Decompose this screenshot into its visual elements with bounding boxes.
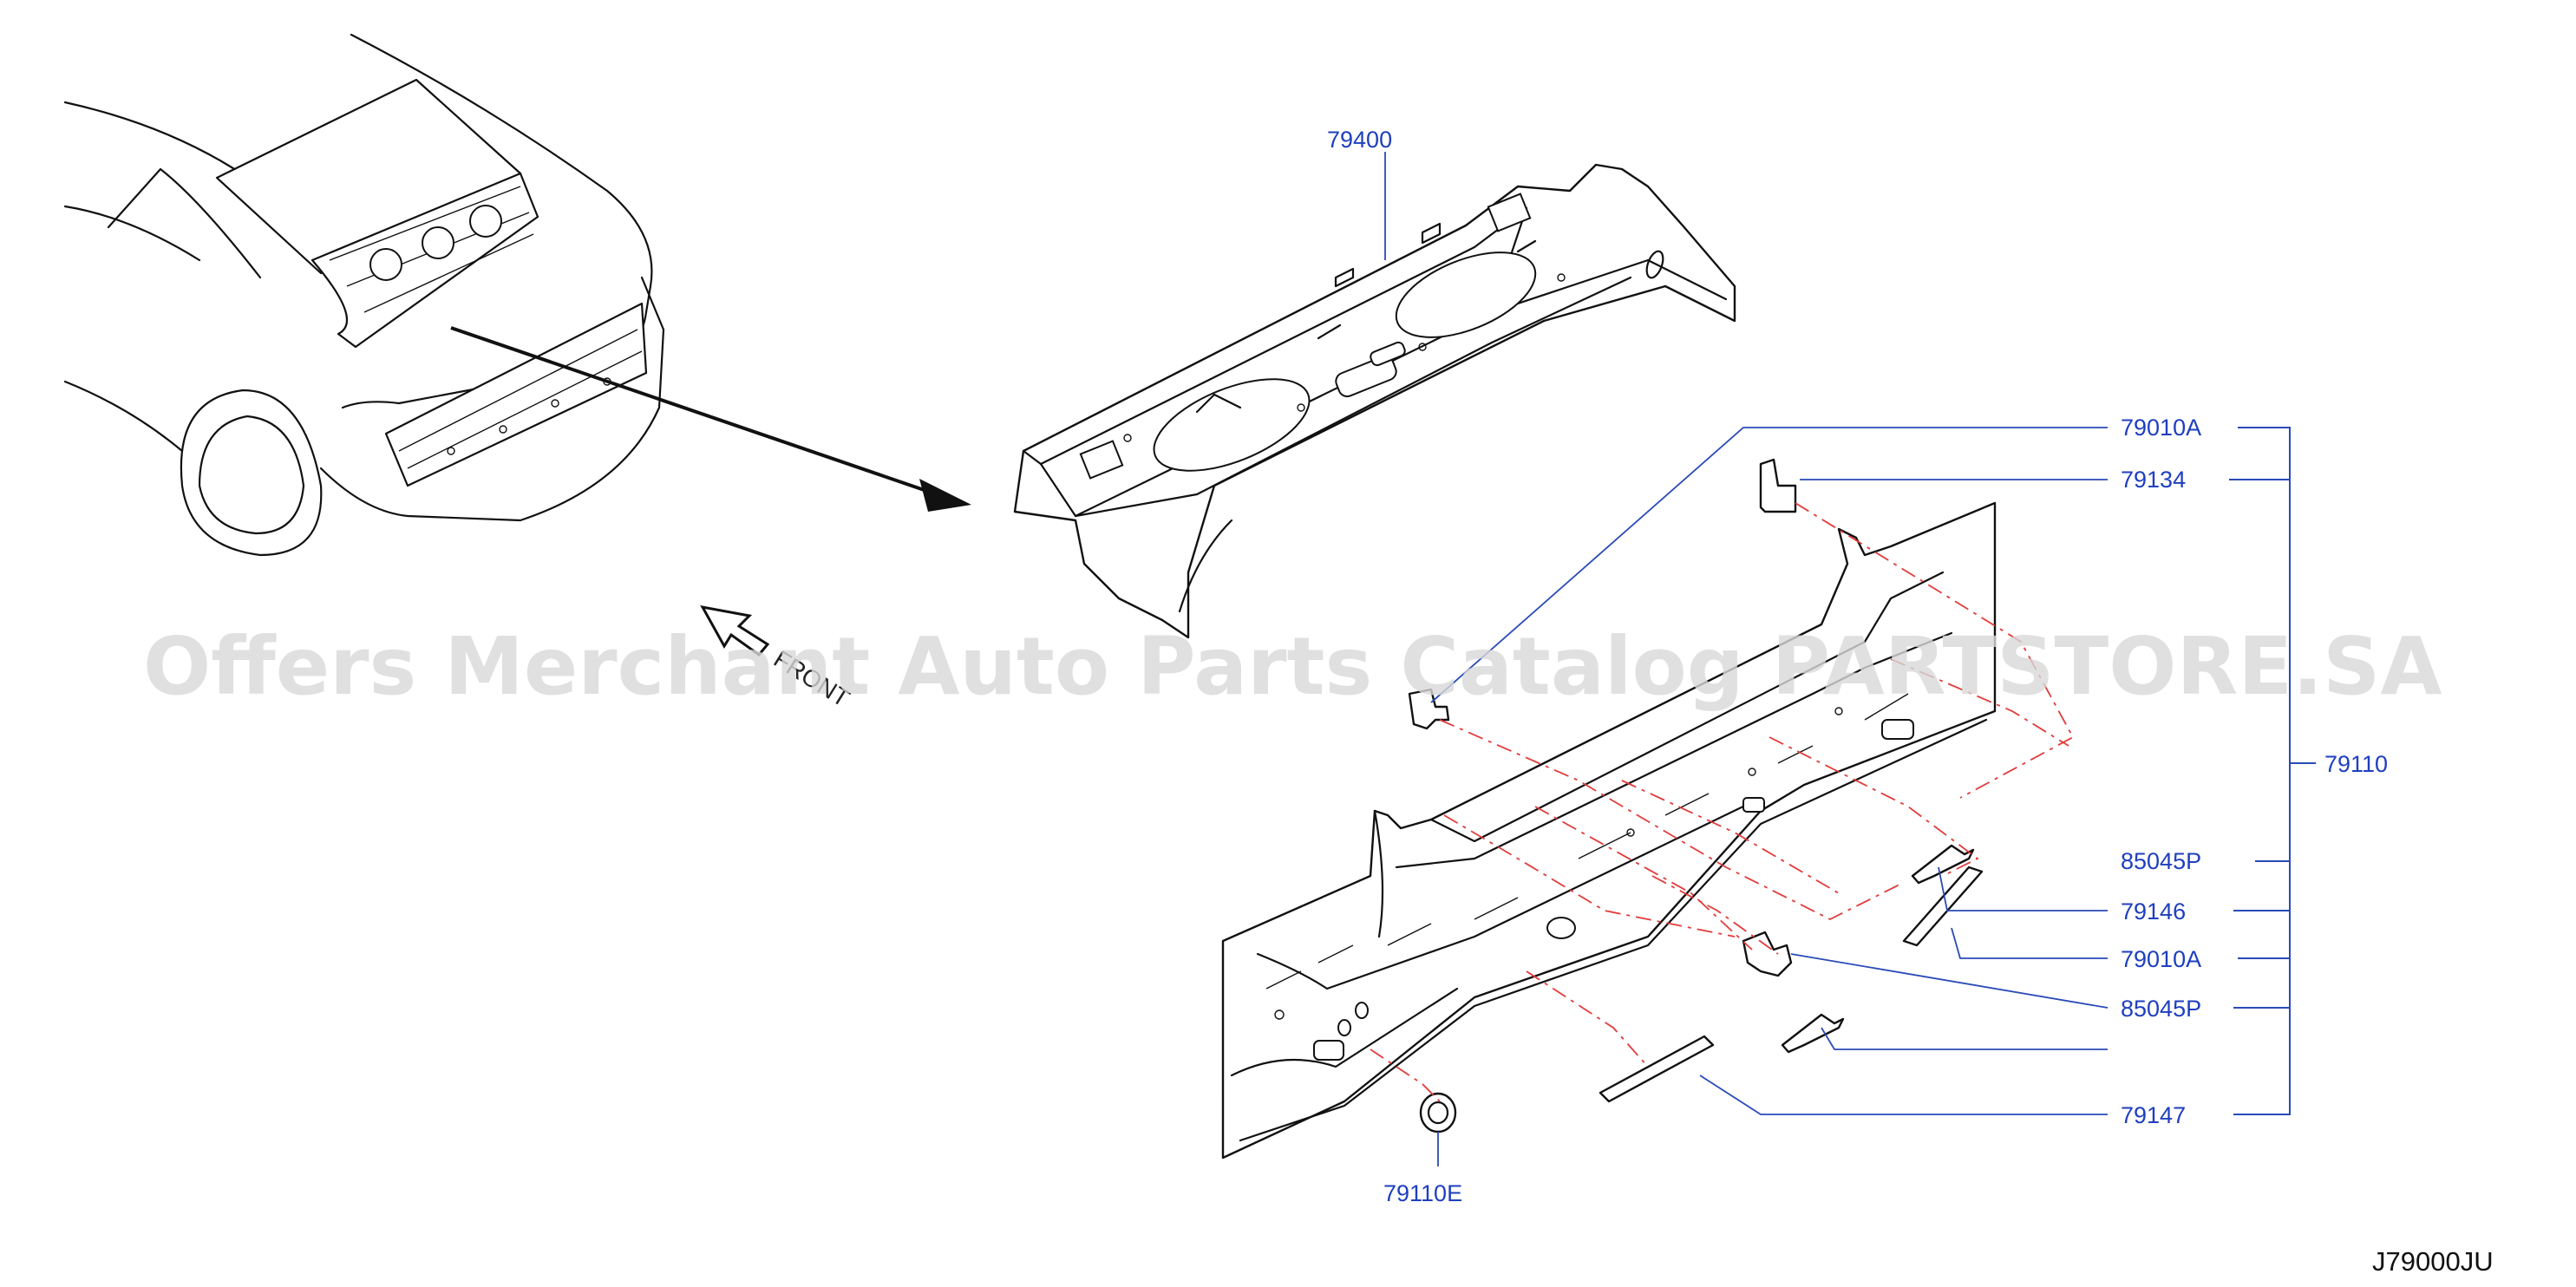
part-label-79110E[interactable]: 79110E	[1383, 1180, 1462, 1206]
bolt-79010A-mid-drawing	[1742, 931, 1793, 977]
bolt-79010A-top-drawing	[1408, 688, 1450, 730]
part-label-79110[interactable]: 79110	[2324, 751, 2388, 777]
assembly-lines	[1370, 502, 2075, 1102]
leader-lines	[1384, 152, 2316, 1166]
front-arrow-icon	[700, 604, 770, 657]
part-label-79400[interactable]: 79400	[1327, 127, 1392, 153]
part-label-79146[interactable]: 79146	[2121, 898, 2186, 924]
part-label-85045P-bottom[interactable]: 85045P	[2121, 996, 2201, 1022]
part-label-85045P-top[interactable]: 85045P	[2121, 848, 2201, 874]
rear-panel-assembly-79110-drawing	[1221, 501, 1997, 1160]
clip-85045P-bottom-drawing	[1781, 1013, 1845, 1054]
reinforcement-79147-drawing	[1599, 1035, 1715, 1103]
locator-arrow	[450, 326, 971, 512]
reinforcement-79146-drawing	[1902, 866, 1984, 947]
part-label-79010A-top[interactable]: 79010A	[2121, 415, 2201, 441]
upper-rear-panel-79400-drawing	[1013, 163, 1736, 639]
part-label-79010A-mid[interactable]: 79010A	[2121, 946, 2201, 972]
part-labels: 79400 79010A 79134 79110 85045P 79146 79…	[1327, 127, 2388, 1206]
diagram-code: J79000JU	[2372, 1246, 2494, 1277]
part-label-79134[interactable]: 79134	[2121, 467, 2186, 493]
part-label-79147[interactable]: 79147	[2121, 1102, 2186, 1128]
vehicle-overview-drawing	[63, 33, 665, 557]
watermark-text: Offers Merchant Auto Parts Catalog PARTS…	[143, 620, 2442, 713]
bracket-79134-drawing	[1759, 458, 1797, 513]
hardware-pieces	[1408, 458, 1984, 1133]
